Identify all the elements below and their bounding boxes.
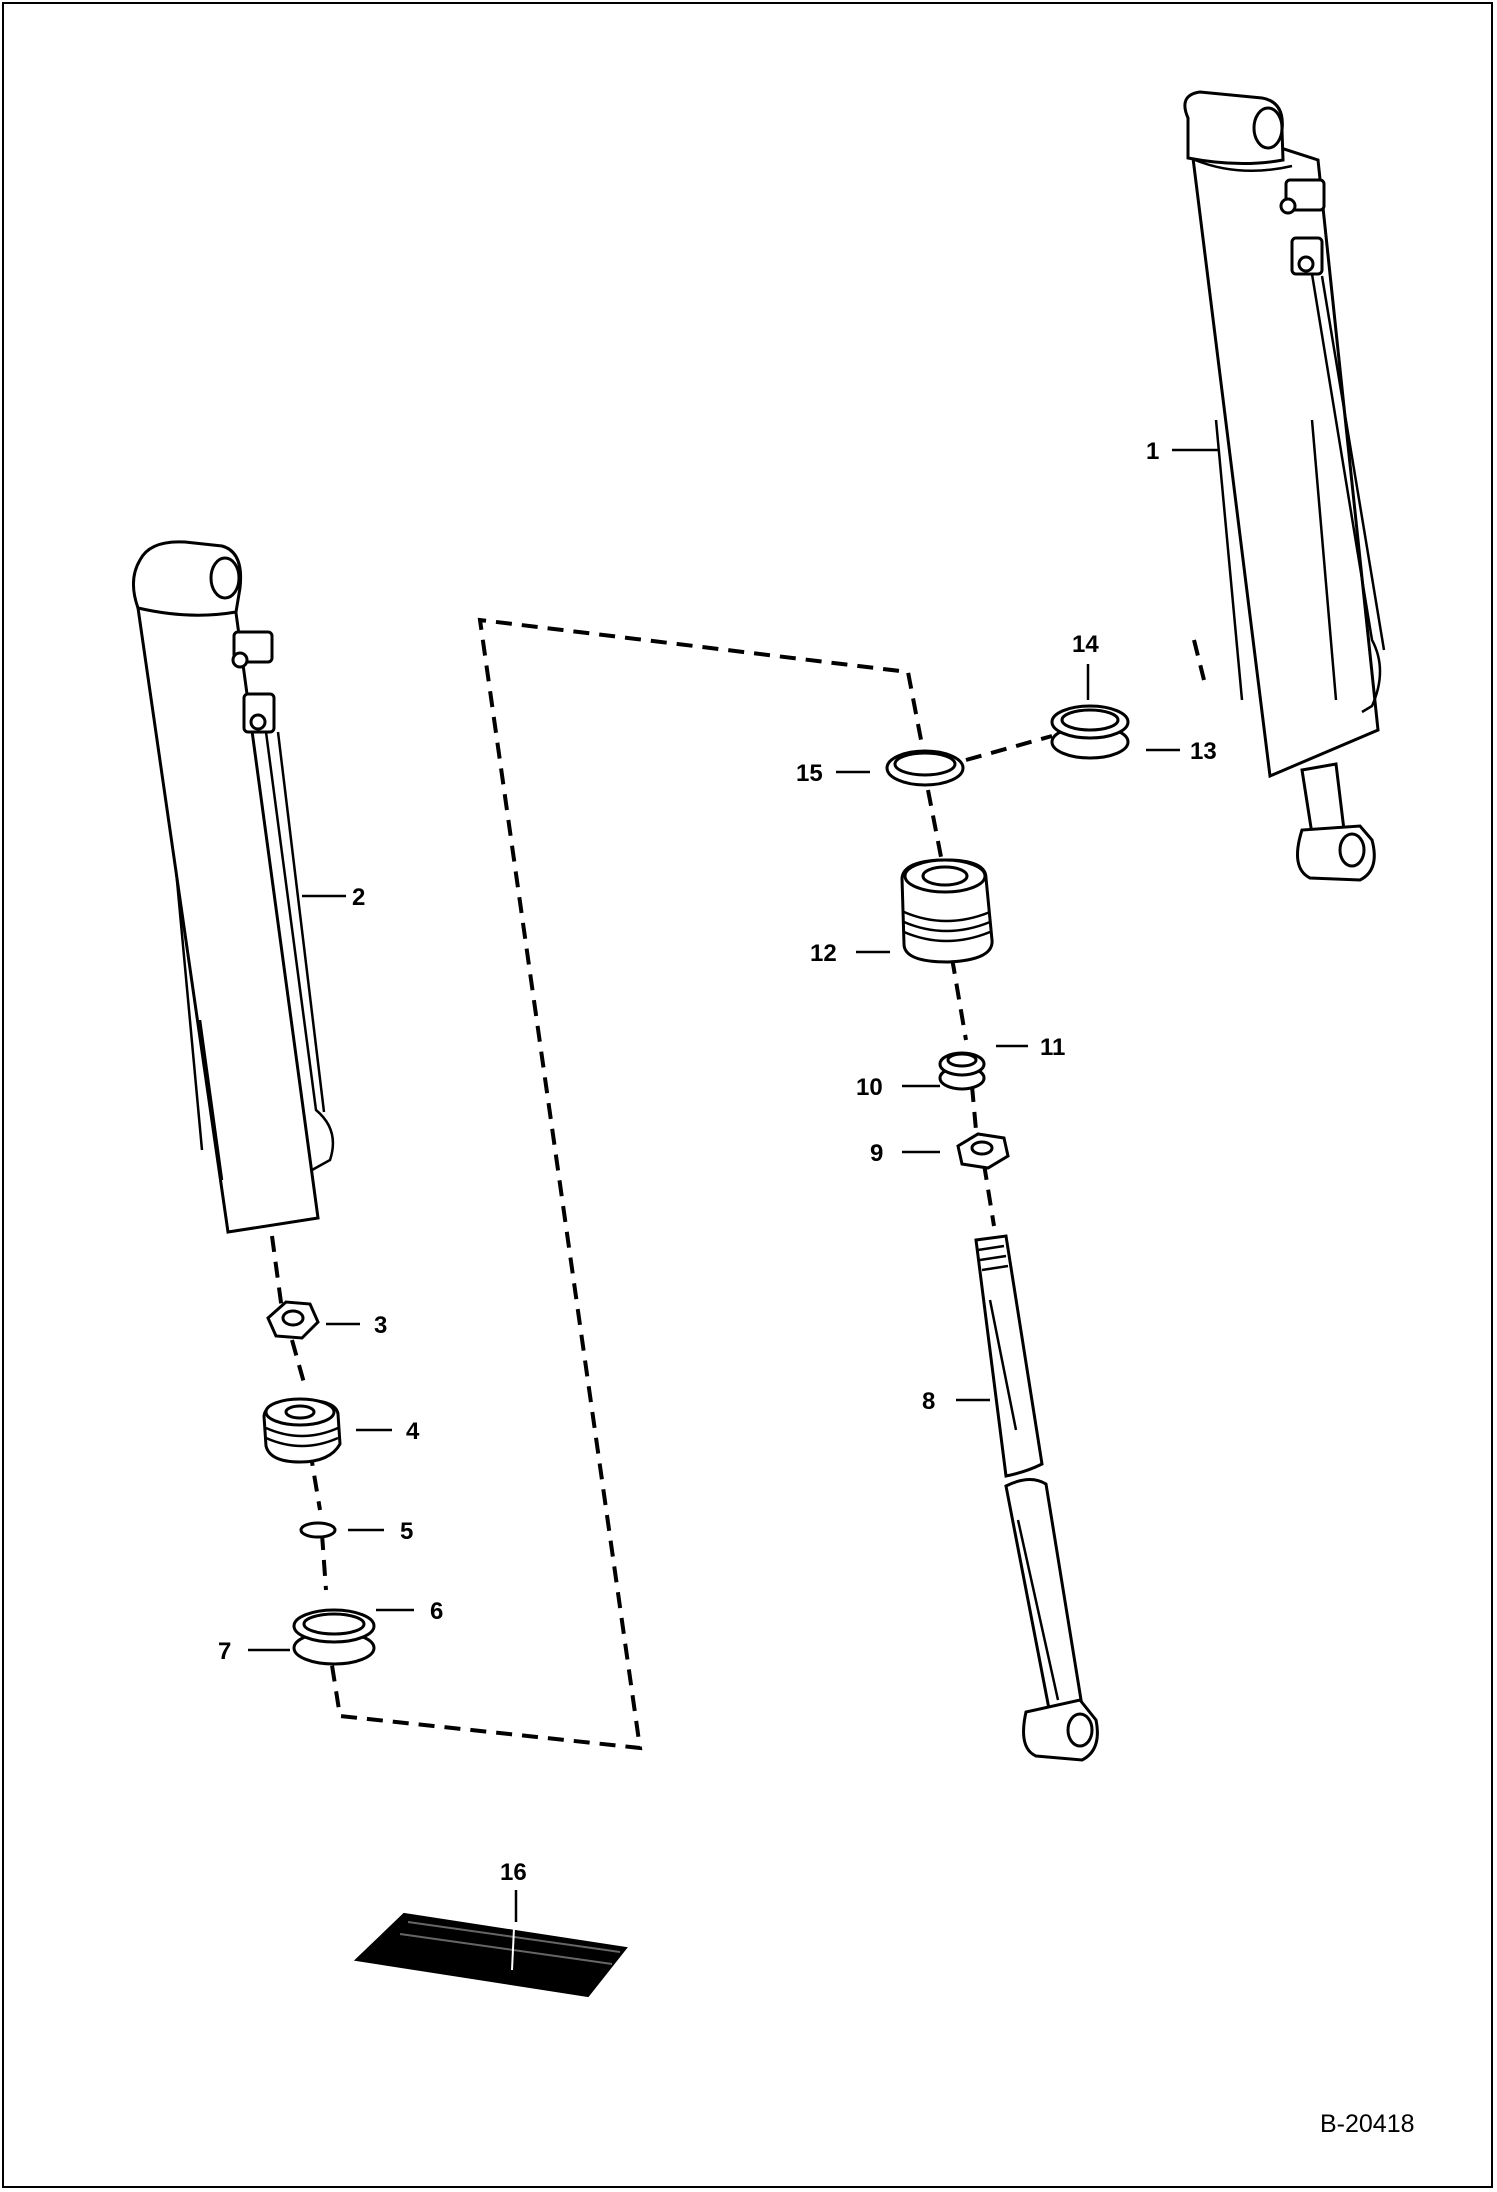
seal-rings-13-14 bbox=[1050, 704, 1130, 760]
part-label-16: 16 bbox=[500, 1859, 527, 1886]
part-label-6: 6 bbox=[430, 1598, 443, 1625]
part-label-4: 4 bbox=[406, 1418, 420, 1445]
nut-part-9 bbox=[956, 1132, 1010, 1170]
cylinder-barrel-left bbox=[132, 540, 335, 1234]
part-label-10: 10 bbox=[856, 1074, 883, 1101]
packet-part-16 bbox=[353, 1912, 628, 1998]
part-label-5: 5 bbox=[400, 1518, 413, 1545]
part-label-7: 7 bbox=[218, 1638, 231, 1665]
part-label-15: 15 bbox=[796, 760, 823, 787]
part-label-12: 12 bbox=[810, 940, 837, 967]
part-label-14: 14 bbox=[1072, 631, 1099, 658]
part-label-13: 13 bbox=[1190, 738, 1217, 765]
part-label-8: 8 bbox=[922, 1388, 935, 1415]
label-leaders bbox=[248, 448, 1218, 1922]
nut-part-3 bbox=[266, 1300, 320, 1340]
part-label-3: 3 bbox=[374, 1312, 387, 1339]
figure-id: B-20418 bbox=[1320, 2110, 1415, 2138]
part-label-2: 2 bbox=[352, 884, 365, 911]
piston-part-12 bbox=[900, 858, 994, 964]
ring-part-15 bbox=[885, 749, 965, 787]
dashed-leaders bbox=[270, 617, 1206, 1751]
small-seals-10-11 bbox=[938, 1051, 986, 1091]
part-labels: 1 2 3 4 5 6 7 8 9 10 11 12 13 14 15 16 bbox=[218, 438, 1217, 1886]
o-ring-part-5 bbox=[299, 1521, 337, 1539]
seal-rings-6-7 bbox=[292, 1608, 376, 1666]
part-label-9: 9 bbox=[870, 1140, 883, 1167]
gland-part-4 bbox=[262, 1397, 342, 1464]
cylinder-barrel-right bbox=[1183, 90, 1386, 882]
part-label-1: 1 bbox=[1146, 438, 1159, 465]
part-label-11: 11 bbox=[1040, 1034, 1065, 1061]
rod-part-8 bbox=[974, 1234, 1099, 1762]
